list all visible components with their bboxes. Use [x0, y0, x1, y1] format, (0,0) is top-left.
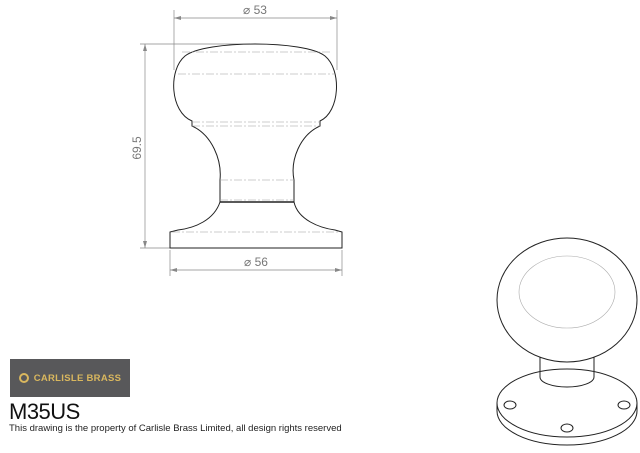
base-diameter-label: ⌀ 56	[244, 255, 268, 269]
property-note: This drawing is the property of Carlisle…	[9, 423, 342, 434]
model-code: M35US	[9, 399, 80, 424]
dimension-arrows	[143, 16, 342, 272]
logo-text: CARLISLE BRASS	[33, 372, 122, 384]
dimension-lines	[140, 10, 343, 276]
knob-elevation	[169, 43, 343, 249]
carlisle-brass-logo: CARLISLE BRASS	[10, 359, 130, 397]
top-diameter-label: ⌀ 53	[243, 3, 267, 17]
carlisle-c-icon	[18, 373, 29, 383]
knob-3d-view	[496, 237, 638, 446]
center-lines	[172, 51, 340, 233]
height-label: 69.5	[130, 136, 144, 160]
